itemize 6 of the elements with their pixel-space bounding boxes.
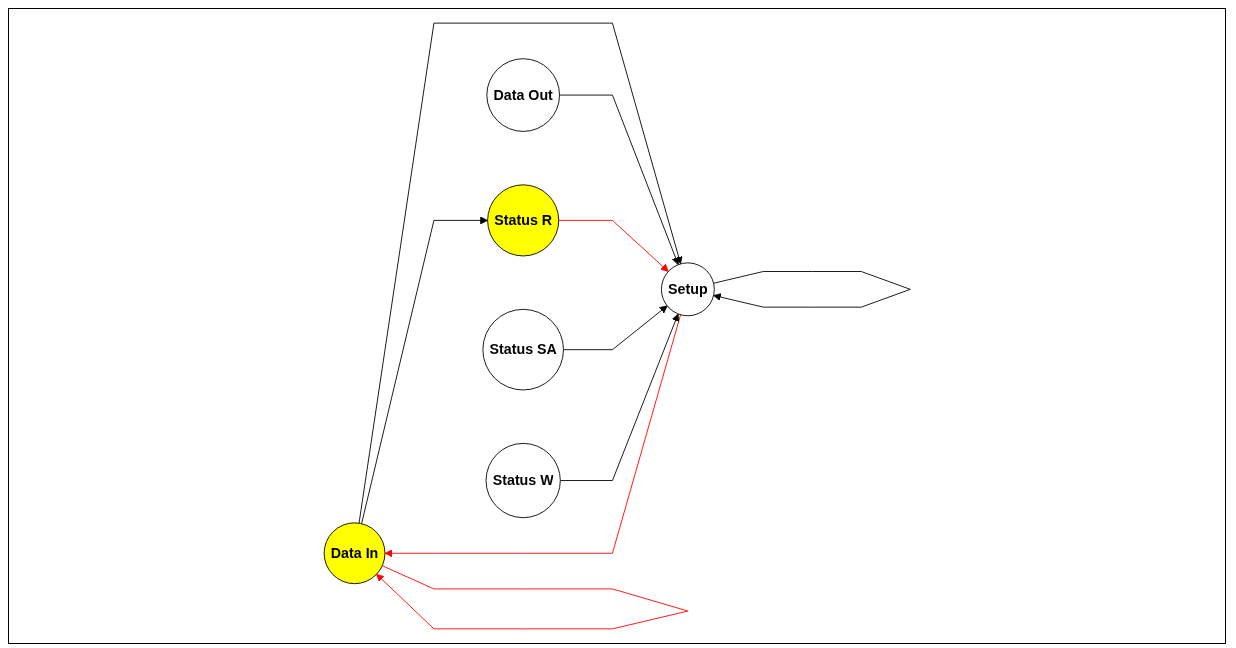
node-circle: Setup <box>660 262 715 317</box>
node-circle: Status SA <box>482 308 564 391</box>
node-circle: Status W <box>485 442 561 519</box>
node-circle: Data Out <box>486 58 560 132</box>
node-circle: Status R <box>486 184 559 257</box>
node-circle: Data In <box>323 522 386 585</box>
